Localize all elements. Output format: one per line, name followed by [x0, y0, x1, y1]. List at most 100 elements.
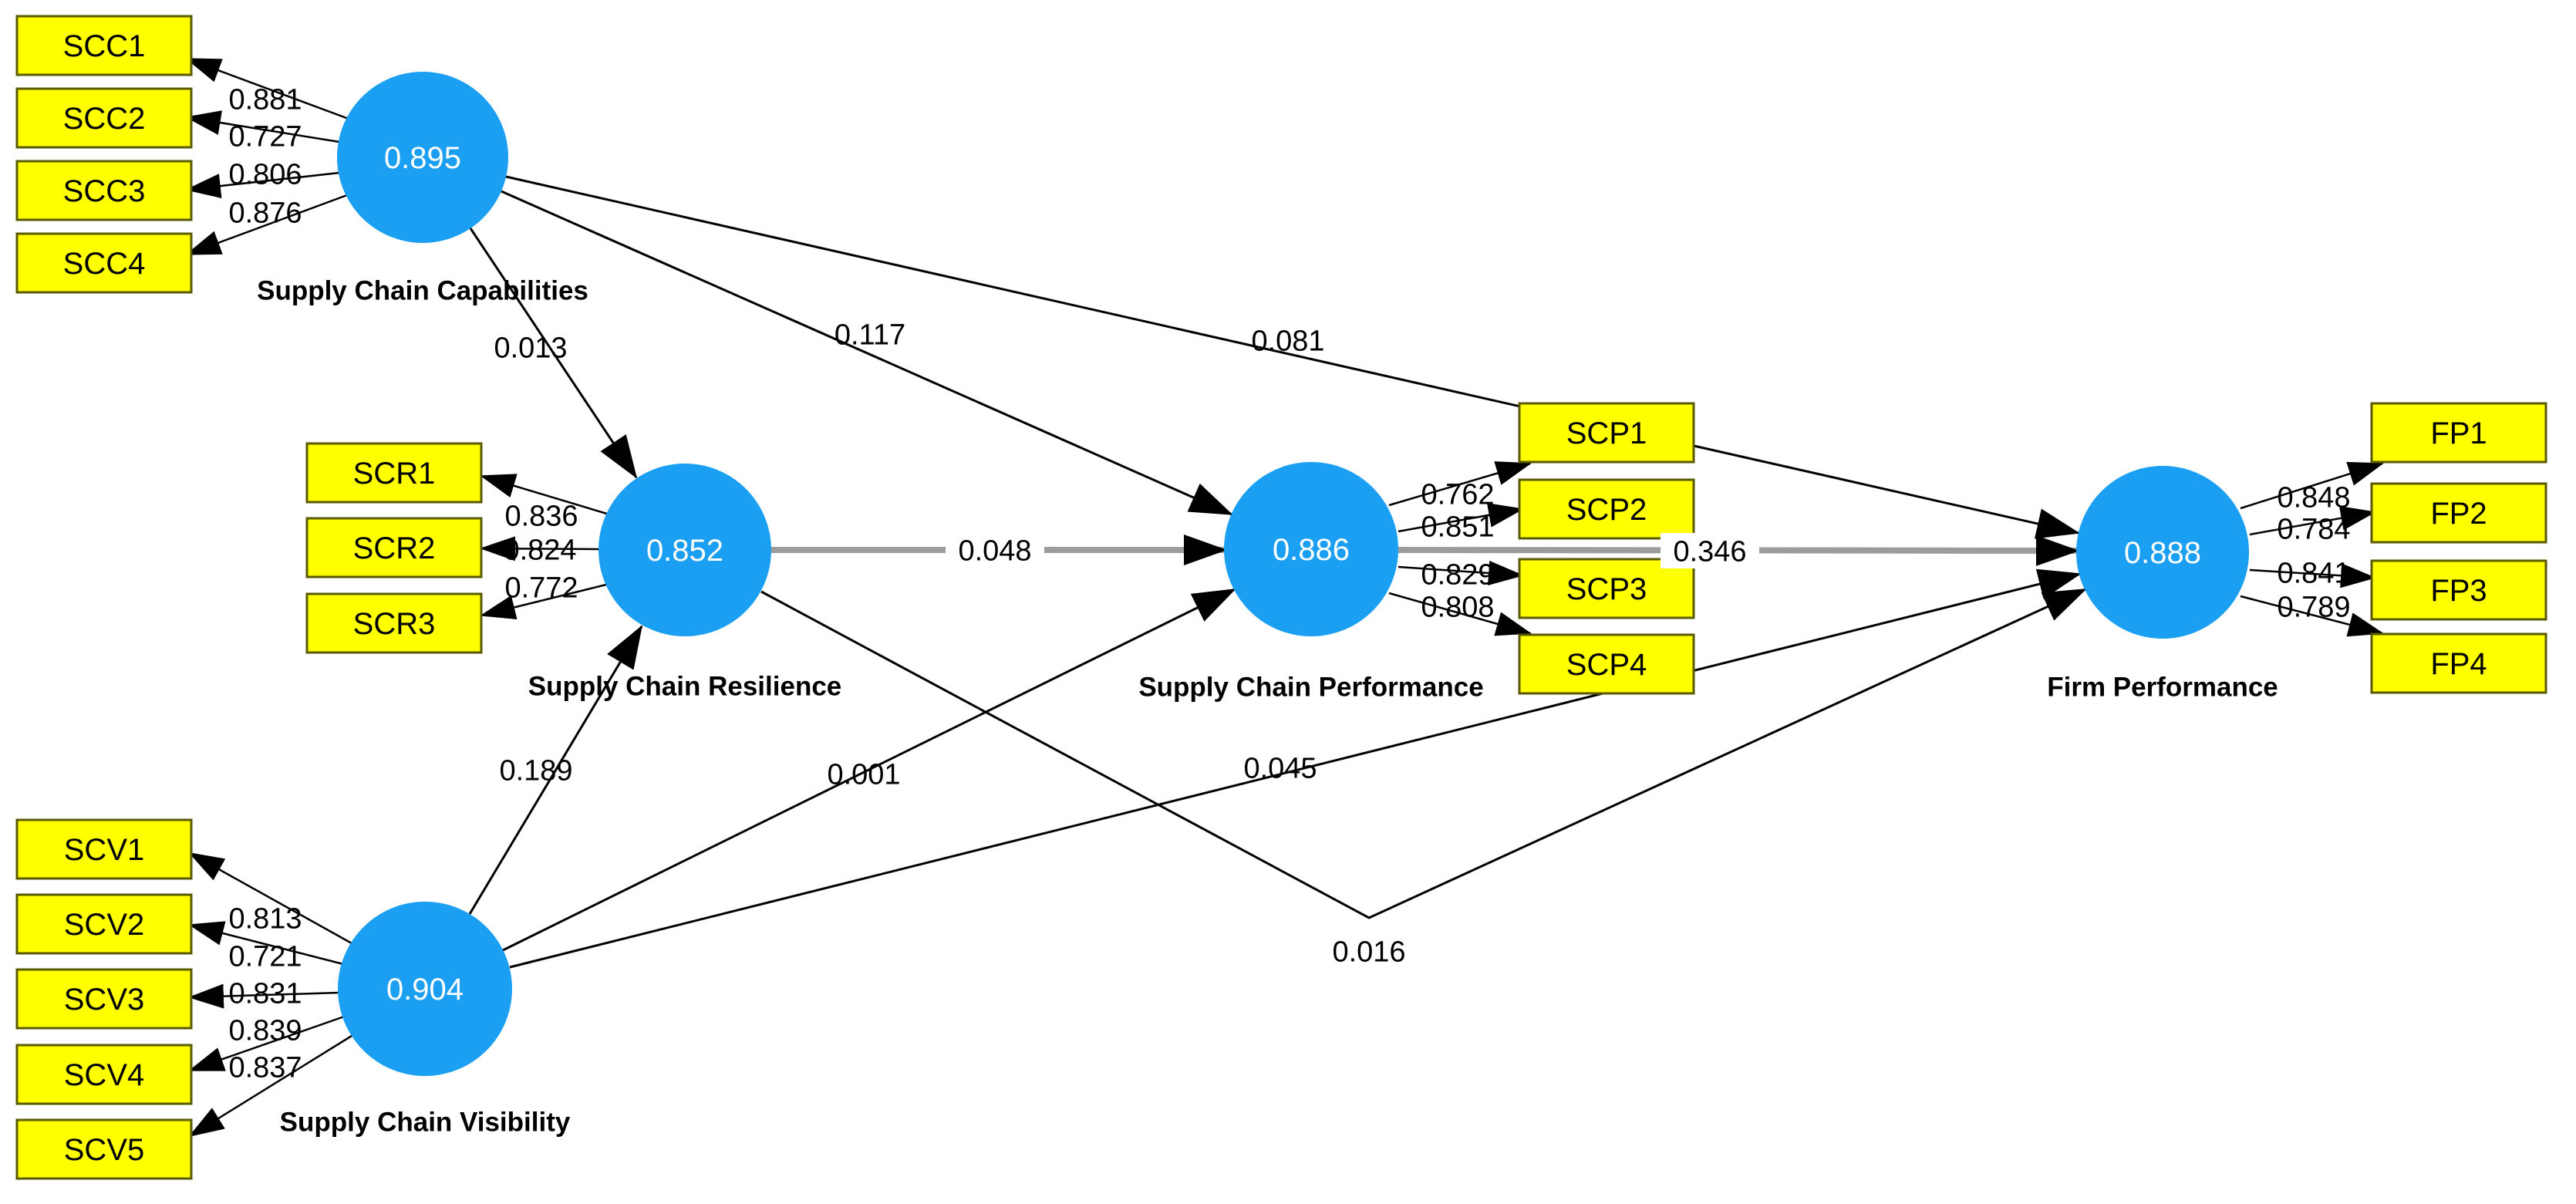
- indicator-box-scc4[interactable]: [15, 232, 193, 294]
- construct-rsquare-fp: 0.888: [2124, 536, 2201, 570]
- construct-rsquare-scv: 0.904: [386, 973, 464, 1007]
- indicator-label-scp4: SCP4: [1566, 648, 1647, 682]
- indicator-label-scp3: SCP3: [1566, 572, 1647, 606]
- indicator-label-scc4: SCC4: [63, 247, 146, 281]
- indicator-box-scc3[interactable]: [15, 160, 193, 221]
- path-label-backdrop: [946, 532, 1044, 568]
- construct-label-scr: Supply Chain Resilience: [528, 671, 842, 701]
- indicator-box-scc2[interactable]: [15, 87, 193, 149]
- loading-arrow-scp2[interactable]: [1398, 503, 1524, 533]
- indicator-box-scv5[interactable]: [15, 1118, 193, 1180]
- loading-arrow-scp1[interactable]: [1388, 461, 1532, 507]
- path-coefficient-scr-fp: 0.016: [1332, 936, 1405, 968]
- outer-model-layer: [185, 57, 2384, 1138]
- loading-value-scr3: 0.772: [504, 572, 578, 604]
- indicator-label-fp3: FP3: [2430, 574, 2487, 608]
- path-arrow-scv-scr[interactable]: [468, 625, 643, 915]
- indicator-layer: [15, 15, 2547, 1180]
- indicator-label-fp4: FP4: [2430, 647, 2487, 681]
- loading-value-scp2: 0.851: [1421, 511, 1494, 543]
- indicator-label-scr3: SCR3: [353, 607, 436, 641]
- loading-arrow-fp4[interactable]: [2240, 595, 2384, 637]
- loading-value-scv5: 0.837: [228, 1051, 302, 1084]
- loading-value-scc4: 0.876: [228, 197, 302, 229]
- indicator-box-scv4[interactable]: [15, 1044, 193, 1105]
- construct-label-scc: Supply Chain Capabilities: [257, 275, 588, 305]
- indicator-box-scr1[interactable]: [305, 442, 483, 504]
- path-coefficient-scc-scr: 0.013: [494, 332, 567, 364]
- loading-arrow-scv1[interactable]: [188, 852, 352, 945]
- indicator-box-scv3[interactable]: [15, 968, 193, 1030]
- construct-ellipse-scp[interactable]: [1224, 462, 1398, 636]
- indicator-box-scp1[interactable]: [1518, 402, 1695, 464]
- construct-ellipse-scc[interactable]: [337, 72, 508, 243]
- indicator-box-scp4[interactable]: [1518, 633, 1695, 695]
- indicator-box-fp4[interactable]: [2370, 632, 2547, 694]
- construct-rsquare-scr: 0.852: [646, 534, 723, 568]
- path-coefficient-scp-fp: 0.346: [1673, 535, 1746, 568]
- indicator-box-scp2[interactable]: [1518, 478, 1695, 540]
- loading-arrow-scr1[interactable]: [480, 474, 610, 516]
- indicator-box-fp2[interactable]: [2370, 482, 2547, 544]
- indicator-box-scp3[interactable]: [1518, 558, 1695, 619]
- indicator-label-scp1: SCP1: [1566, 417, 1647, 450]
- indicator-label-scv2: SCV2: [64, 908, 145, 942]
- loading-value-scp3: 0.829: [1421, 558, 1494, 591]
- loading-arrow-fp3[interactable]: [2249, 563, 2376, 589]
- indicator-box-scv1[interactable]: [15, 818, 193, 880]
- path-coefficient-scv-fp: 0.045: [1243, 752, 1317, 784]
- indicator-box-scv2[interactable]: [15, 893, 193, 955]
- loading-value-scv4: 0.839: [228, 1014, 302, 1047]
- construct-ellipse-scv[interactable]: [338, 902, 512, 1076]
- construct-label-scv: Supply Chain Visibility: [280, 1107, 571, 1137]
- construct-layer: [337, 72, 2249, 1076]
- loading-arrow-scc1[interactable]: [185, 57, 349, 120]
- construct-ellipse-scr[interactable]: [598, 464, 771, 636]
- indicator-label-scc1: SCC1: [63, 29, 146, 63]
- loading-arrow-scv2[interactable]: [188, 921, 347, 966]
- path-arrow-scc-fp[interactable]: [505, 175, 2080, 539]
- path-arrow-scv-scp[interactable]: [502, 588, 1236, 952]
- indicator-label-scc3: SCC3: [63, 174, 146, 208]
- loading-arrow-scc3[interactable]: [185, 171, 340, 199]
- loading-value-fp4: 0.789: [2277, 591, 2350, 623]
- loading-value-scv3: 0.831: [228, 977, 302, 1010]
- construct-rsquare-scp: 0.886: [1273, 533, 1350, 567]
- loading-arrow-scc4[interactable]: [185, 194, 348, 256]
- indicator-box-scr3[interactable]: [305, 592, 483, 654]
- loading-arrow-scp4[interactable]: [1388, 592, 1532, 636]
- path-arrow-scr-fp[interactable]: [760, 588, 2087, 919]
- loading-value-scr2: 0.824: [503, 534, 576, 566]
- loading-value-fp2: 0.784: [2277, 513, 2350, 545]
- loading-value-scv1: 0.813: [228, 902, 302, 935]
- indicator-label-scv5: SCV5: [64, 1133, 145, 1167]
- path-arrow-scc-scr[interactable]: [469, 228, 638, 479]
- loading-arrow-scv3[interactable]: [188, 983, 340, 1009]
- loading-arrow-scc2[interactable]: [185, 110, 340, 143]
- loading-arrow-scv4[interactable]: [188, 1014, 347, 1072]
- loading-arrow-scp3[interactable]: [1398, 561, 1524, 585]
- loading-value-scp1: 0.762: [1421, 478, 1494, 511]
- inner-model-layer: [468, 175, 2087, 969]
- indicator-label-scv4: SCV4: [64, 1058, 145, 1092]
- indicator-box-fp1[interactable]: [2370, 402, 2547, 464]
- loading-arrow-fp2[interactable]: [2249, 506, 2376, 536]
- loading-arrow-scr3[interactable]: [480, 582, 610, 619]
- loading-arrow-scv5[interactable]: [188, 1034, 352, 1138]
- indicator-label-scv1: SCV1: [64, 833, 145, 867]
- indicator-box-scr2[interactable]: [305, 517, 483, 578]
- indicator-label-scv3: SCV3: [64, 983, 145, 1017]
- indicator-label-fp1: FP1: [2430, 417, 2487, 450]
- construct-ellipse-fp[interactable]: [2076, 466, 2249, 639]
- loading-arrow-fp1[interactable]: [2240, 461, 2384, 510]
- loading-arrow-scr2[interactable]: [480, 536, 599, 562]
- path-arrow-scc-scp[interactable]: [501, 190, 1233, 516]
- path-arrow-scv-fp[interactable]: [509, 568, 2082, 969]
- indicator-box-fp3[interactable]: [2370, 559, 2547, 621]
- indicator-box-scc1[interactable]: [15, 15, 193, 76]
- path-coefficient-scr-scp: 0.048: [958, 535, 1031, 567]
- path-coefficient-scv-scp: 0.001: [827, 758, 900, 791]
